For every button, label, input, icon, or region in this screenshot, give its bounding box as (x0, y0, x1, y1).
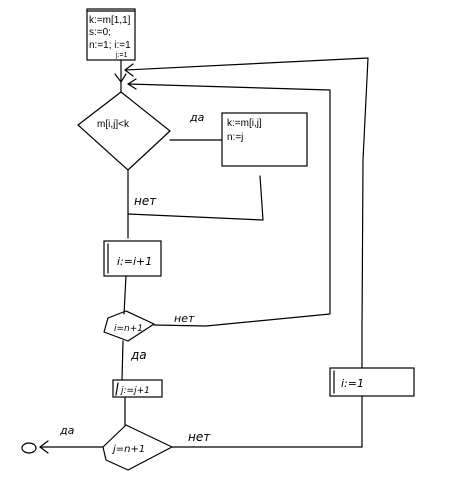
increment-j-block: j:=j+1 (112, 379, 163, 398)
yes-label-1: да (189, 111, 205, 124)
cond-compare: m[i,j]<k (77, 91, 171, 171)
yes-label-3: да (59, 424, 75, 437)
loop-back-outer (124, 57, 369, 369)
cond-i-text: i=n+1 (114, 324, 143, 334)
cond-compare-text: m[i,j]<k (97, 119, 130, 130)
no-label-1: нет (134, 194, 157, 208)
no-label-2: нет (174, 312, 195, 325)
yes-label-2: да (130, 348, 147, 362)
branch-cond-j-no: нет (171, 395, 363, 448)
increment-j-text: j:=j+1 (119, 386, 150, 396)
increment-i-block: i:=i+1 (103, 240, 162, 277)
init-line-1: k:=m[1,1] (89, 15, 131, 26)
no-label-3: нет (188, 430, 211, 444)
init-line-3: n:=1; i:=1 (89, 40, 131, 51)
increment-i-text: i:=i+1 (117, 255, 152, 268)
line-assign-return (127, 175, 264, 221)
assign-line-2: n:=j (227, 132, 243, 143)
end-terminal: 0 (21, 442, 37, 454)
reset-i-text: i:=1 (341, 377, 364, 390)
arrow-init-to-merge (114, 59, 127, 83)
reset-i-block: i:=1 (329, 367, 415, 397)
loop-back-inner (127, 78, 331, 327)
cond-j-text: j=n+1 (111, 444, 145, 455)
branch-cond-j-yes: да (39, 424, 104, 454)
branch-compare-yes: да (169, 111, 223, 141)
cond-j: j=n+1 (102, 424, 173, 471)
branch-compare-no: нет (127, 169, 157, 239)
assign-line-1: k:=m[i,j] (227, 118, 262, 129)
init-line-2: s:=0; (89, 27, 111, 38)
cond-i: i=n+1 (103, 310, 155, 342)
branch-cond-i-yes: да (121, 340, 147, 381)
line-increment-to-cond-i (123, 275, 127, 315)
assign-block: k:=m[i,j] n:=j (221, 112, 308, 167)
init-line-4: j:=1 (115, 52, 128, 59)
init-block: k:=m[1,1] s:=0; n:=1; i:=1 j:=1 (86, 8, 136, 61)
